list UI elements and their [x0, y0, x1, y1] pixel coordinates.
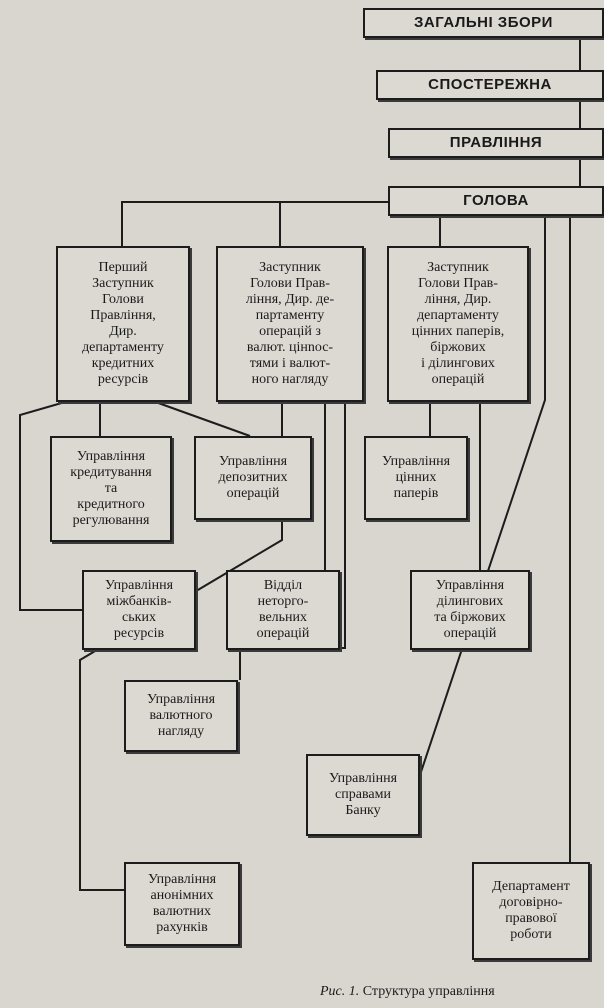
general-meeting-label: ЗАГАЛЬНІ ЗБОРИ	[414, 14, 553, 31]
dealing-management-label: Управління ділингових та біржових операц…	[434, 578, 506, 641]
management-board-label: ПРАВЛІННЯ	[449, 134, 543, 151]
interbank-management-box: Управління міжбанків- ських ресурсів	[82, 570, 196, 650]
securities-management-box: Управління цінних паперів	[364, 436, 468, 520]
deposit-management-label: Управління депозитних операцій	[218, 454, 288, 501]
legal-department-box: Департамент договірно- правової роботи	[472, 862, 590, 960]
securities-management-label: Управління цінних паперів	[381, 454, 451, 501]
deputy-securities-label: Заступник Голови Прав- ління, Дир. депар…	[411, 260, 505, 387]
supervisory-board-box: СПОСТЕРЕЖНА	[376, 70, 604, 100]
interbank-management-label: Управління міжбанків- ських ресурсів	[104, 578, 174, 641]
deputy-currency-label: Заступник Голови Прав- ління, Дир. де- п…	[245, 260, 335, 387]
general-meeting-box: ЗАГАЛЬНІ ЗБОРИ	[363, 8, 604, 38]
first-deputy-box: Перший Заступник Голови Правління, Дир. …	[56, 246, 190, 402]
legal-department-label: Департамент договірно- правової роботи	[492, 879, 570, 942]
figure-caption-text: Структура управління	[362, 984, 495, 999]
chairman-label: ГОЛОВА	[463, 192, 529, 209]
figure-caption: Рис. 1. Структура управління	[320, 984, 495, 1000]
figure-caption-prefix: Рис. 1.	[320, 984, 360, 999]
bank-affairs-box: Управління справами Банку	[306, 754, 420, 836]
management-board-box: ПРАВЛІННЯ	[388, 128, 604, 158]
currency-supervision-box: Управління валютного нагляду	[124, 680, 238, 752]
chairman-box: ГОЛОВА	[388, 186, 604, 216]
credit-management-label: Управління кредитування та кредитного ре…	[70, 449, 152, 528]
anonymous-accounts-label: Управління анонімних валютних рахунків	[147, 872, 217, 935]
currency-supervision-label: Управління валютного нагляду	[146, 692, 216, 739]
dealing-management-box: Управління ділингових та біржових операц…	[410, 570, 530, 650]
supervisory-board-label: СПОСТЕРЕЖНА	[428, 76, 552, 93]
deputy-securities-box: Заступник Голови Прав- ління, Дир. депар…	[387, 246, 529, 402]
anonymous-accounts-box: Управління анонімних валютних рахунків	[124, 862, 240, 946]
bank-affairs-label: Управління справами Банку	[328, 771, 398, 818]
deputy-currency-box: Заступник Голови Прав- ління, Дир. де- п…	[216, 246, 364, 402]
nontrade-department-label: Відділ неторго- вельних операцій	[256, 578, 310, 641]
credit-management-box: Управління кредитування та кредитного ре…	[50, 436, 172, 542]
first-deputy-label: Перший Заступник Голови Правління, Дир. …	[82, 260, 164, 387]
nontrade-department-box: Відділ неторго- вельних операцій	[226, 570, 340, 650]
deposit-management-box: Управління депозитних операцій	[194, 436, 312, 520]
